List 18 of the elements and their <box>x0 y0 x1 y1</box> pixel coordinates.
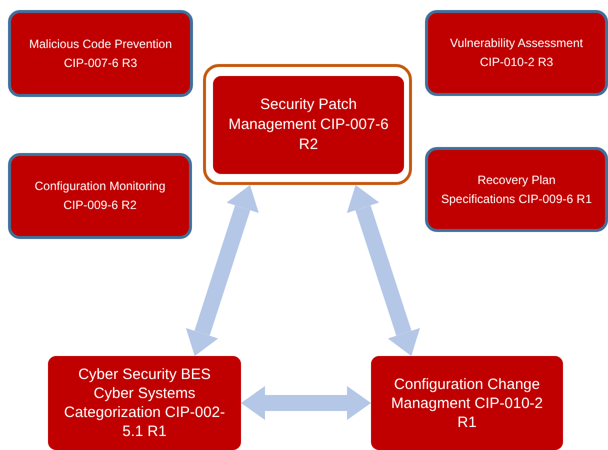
double-arrow <box>241 386 371 420</box>
process-box <box>213 76 404 174</box>
double-arrow <box>346 185 420 356</box>
box-label: Vulnerability Assessment CIP-010-2 R3 <box>449 35 584 71</box>
frame-box <box>203 64 412 185</box>
process-box <box>371 356 563 450</box>
process-box <box>8 153 192 239</box>
box-label: Configuration Monitoring CIP-009-6 R2 <box>34 178 166 214</box>
box-label: Security Patch Management CIP-007-6 R2 <box>227 95 390 155</box>
box-label: Recovery Plan Specifications CIP-009-6 R1 <box>440 172 593 208</box>
box-label: Configuration Change Managment CIP-010-2 R1 <box>390 374 544 432</box>
process-box <box>8 10 193 97</box>
process-box <box>425 10 608 96</box>
double-arrow <box>186 185 259 356</box>
box-label: Malicious Code Prevention CIP-007-6 R3 <box>28 36 173 72</box>
box-label: Cyber Security BES Cyber Systems Categorization CIP-002-5.1 R1 <box>63 365 226 441</box>
process-box <box>425 147 608 232</box>
process-box <box>48 356 241 450</box>
